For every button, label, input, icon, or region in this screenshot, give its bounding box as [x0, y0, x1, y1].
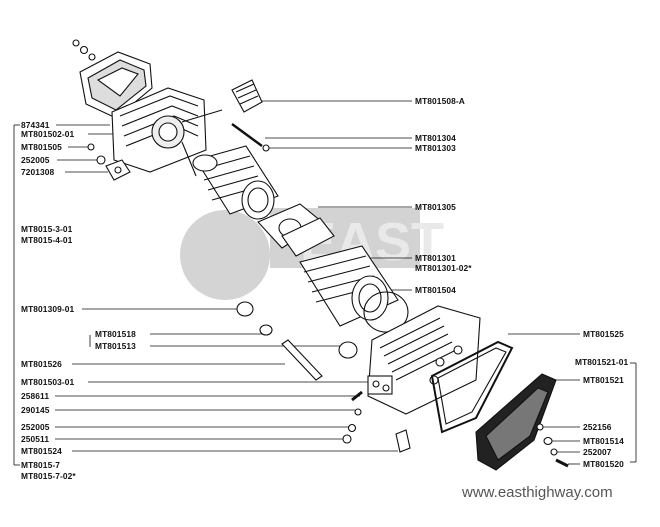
label-mt8015-7: MT8015-7	[21, 460, 60, 470]
label-mt8015-4-01: MT8015-4-01	[21, 235, 73, 245]
nut-252005	[96, 155, 106, 165]
label-mt801301-02: MT801301-02*	[415, 263, 472, 273]
upper-cylinder-head-cover	[79, 51, 153, 119]
label-mt801518: MT801518	[95, 329, 136, 339]
label-mt801524: MT801524	[21, 446, 62, 456]
upper-cylinder-head	[111, 87, 223, 177]
label-mt801305: MT801305	[415, 202, 456, 212]
cover-gasket-801525	[430, 340, 514, 434]
washer-290145	[354, 408, 362, 416]
label-7201308: 7201308	[21, 167, 55, 177]
label-252005-bottom: 252005	[21, 422, 50, 432]
label-mt801503-01: MT801503-01	[21, 377, 75, 387]
label-258611: 258611	[21, 391, 50, 401]
label-250511: 250511	[21, 434, 50, 444]
label-mt801504: MT801504	[415, 285, 456, 295]
washer-252007	[550, 448, 558, 456]
gasket-7201308	[105, 159, 131, 181]
label-mt8015-3-01: MT8015-3-01	[21, 224, 73, 234]
label-mt801301: MT801301	[415, 253, 456, 263]
pushrod-801304	[231, 122, 263, 148]
upper-cylinder	[192, 145, 279, 220]
bolt-801520	[555, 458, 569, 468]
label-mt801521: MT801521	[583, 375, 624, 385]
bushing-801513	[338, 341, 358, 359]
label-mt801520: MT801520	[583, 459, 624, 469]
label-252156: 252156	[583, 422, 612, 432]
bushing-801309	[236, 301, 254, 317]
base-gasket-801305	[257, 203, 335, 257]
watermark-url: www.easthighway.com	[462, 484, 613, 501]
nut-250511	[342, 434, 352, 444]
leader-lines	[13, 100, 637, 466]
label-252007: 252007	[583, 447, 612, 457]
label-mt801513: MT801513	[95, 341, 136, 351]
valve-cover-801521	[475, 373, 557, 471]
label-mt801526: MT801526	[21, 359, 62, 369]
ring-801518	[259, 324, 273, 336]
label-874341: 874341	[21, 120, 50, 130]
cover-gasket-inner	[437, 347, 507, 425]
stud-258611	[351, 390, 363, 402]
label-mt801525: MT801525	[583, 329, 624, 339]
washer-252005b	[347, 423, 357, 433]
gasket-801514	[543, 436, 553, 446]
top-nuts	[72, 39, 96, 61]
label-mt8015-7-02: MT8015-7-02*	[21, 471, 76, 481]
spring-cap-801508	[231, 79, 263, 113]
o-ring-801504	[363, 291, 409, 333]
bolt-801524	[395, 429, 411, 453]
pin-801526	[281, 339, 323, 381]
washer-801505	[87, 143, 95, 151]
label-mt801514: MT801514	[583, 436, 624, 446]
label-mt801303: MT801303	[415, 143, 456, 153]
label-mt801309-01: MT801309-01	[21, 304, 75, 314]
lower-cylinder-head-801503	[367, 305, 481, 415]
label-mt801304: MT801304	[415, 133, 456, 143]
label-mt801502-01: MT801502-01	[21, 129, 75, 139]
label-mt801521-01: MT801521-01	[575, 357, 629, 367]
label-290145: 290145	[21, 405, 50, 415]
label-mt801508-a: MT801508-A	[415, 96, 465, 106]
washer-801303	[262, 144, 270, 152]
label-mt801505: MT801505	[21, 142, 62, 152]
washer-252156	[536, 423, 544, 431]
label-252005-top: 252005	[21, 155, 50, 165]
